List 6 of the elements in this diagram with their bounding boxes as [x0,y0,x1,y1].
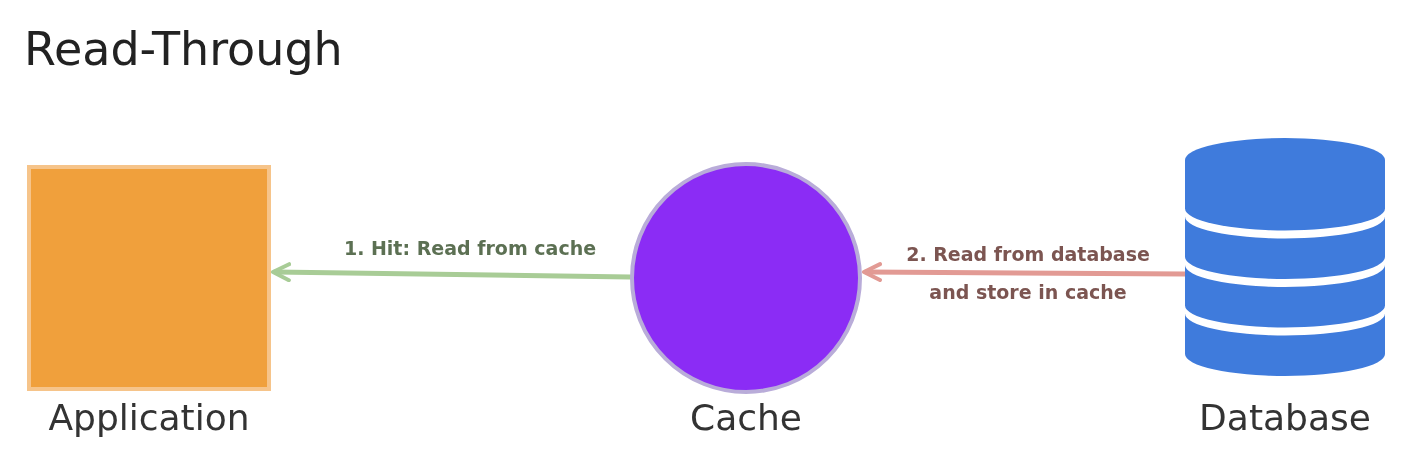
edge-label: 1. Hit: Read from cache [343,236,597,261]
node-label: Database [1198,397,1372,438]
edge-label: 2. Read from database and store in cache [905,242,1151,305]
node-label: Application [47,397,251,438]
diagram-title: Read-Through [24,22,343,76]
node-label: Cache [689,397,803,438]
